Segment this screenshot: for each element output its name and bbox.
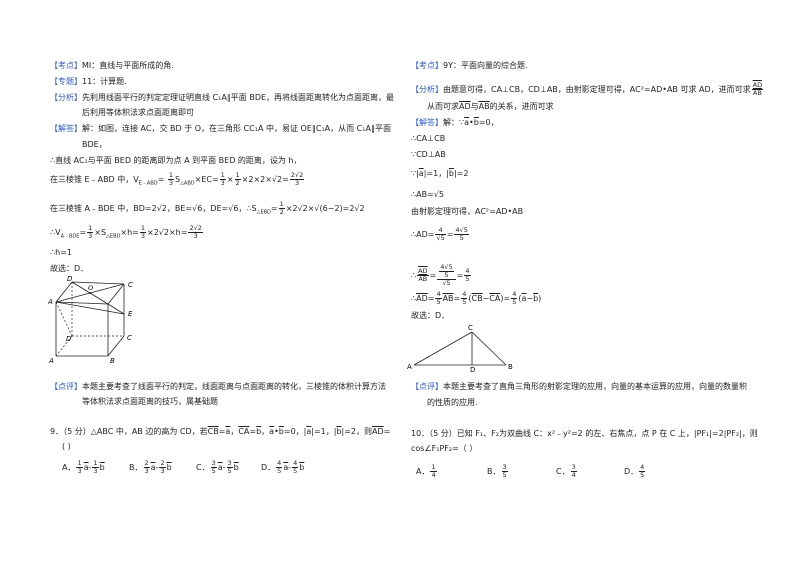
q9-paren: ( ) (62, 442, 71, 451)
zhuanti-line: 【专题】11：计算题. (50, 77, 127, 86)
r-dianping-line-2: 的性质的应用. (427, 398, 478, 407)
triangle-figure: C A D B (407, 324, 513, 372)
q10-stem-2: cos∠F₁PF₂=（ ） (411, 444, 478, 453)
solution-line-3: 在三棱锥 A﹣BDE 中，BD=2√2，BE=√6，DE=√6，∴S△EBD=1… (50, 200, 365, 216)
label-a: A (47, 298, 53, 306)
q9-stem: 9．（5 分）△ABC 中，AB 边的高为 CD，若CB=a，CA=b，a•b=… (50, 427, 391, 436)
r-line-1: ∴CA⊥CB (411, 134, 446, 143)
label-d1: D (67, 275, 73, 283)
r-line-4: ∴AB=√5 (411, 190, 444, 199)
label-c: C (468, 324, 473, 332)
label-b: B (508, 363, 513, 371)
fenxi-line: 【分析】先利用线面平行的判定定理证明直线 C₁A∥平面 BDE，再将线面距离转化… (50, 93, 395, 102)
label-a1: A (48, 357, 54, 365)
fraction: 4√5 (435, 226, 446, 242)
r-line-5: 由射影定理可得，AC²=AD•AB (411, 207, 524, 216)
label-d: D (66, 335, 72, 343)
cube-figure: D A C O E D C A B (47, 275, 133, 365)
label-c1: C (128, 281, 133, 289)
label-a: A (407, 363, 412, 371)
r-kaodian-line: 【考点】9Y：平面向量的综合题. (411, 61, 528, 70)
r-jieda-line: 【解答】解：∵a•b=0， (411, 118, 499, 127)
r-fenxi-line: 【分析】由题意可得，CA⊥CB，CD⊥AB，由射影定理可得，AC²=AD•AB … (411, 81, 764, 97)
fenxi-line-2: 后利用等体积法求点面距离即可 (82, 108, 194, 117)
label-b1: B (110, 357, 115, 365)
label-e: E (128, 310, 133, 318)
label-d: D (470, 366, 475, 372)
label-o: O (88, 284, 93, 292)
r-fenxi-line-2: 从而可求AD与AB的关系，进而可求 (427, 102, 554, 111)
kaodian-line: 【考点】MI：直线与平面所成的角. (50, 61, 174, 70)
r-line-2: ∵CD⊥AB (411, 150, 446, 159)
jieda-line-2: BDE， (82, 140, 107, 149)
r-line-9: 故选：D． (411, 311, 450, 320)
dianping-line-2: 等体积法求点面距离的技巧，属基础题 (82, 397, 218, 406)
jieda-line: 【解答】解：如图，连接 AC，交 BD 于 O，在三角形 CC₁A 中，易证 O… (50, 124, 391, 133)
solution-line-6: 故选：D． (50, 264, 89, 273)
dianping-line: 【点评】本题主要考查了线面平行的判定，线面距离与点面距离的转化，三棱锥的体积计算… (50, 382, 386, 391)
solution-line-5: ∴h=1 (50, 248, 72, 257)
solution-line-1: ∴直线 AC₁与平面 BED 的距离即为点 A 到平面 BED 的距离，设为 h… (50, 156, 302, 165)
r-line-3: ∵|a|=1，|b|=2 (411, 169, 469, 178)
label-c: C (127, 334, 132, 342)
q10-stem: 10．（5 分）已知 F₁、F₂为双曲线 C：x²﹣y²=2 的左、右焦点，点 … (411, 429, 758, 438)
r-dianping-line: 【点评】本题主要考查了直角三角形的射影定理的应用，向量的基本运算的应用，向量的数… (411, 382, 747, 391)
